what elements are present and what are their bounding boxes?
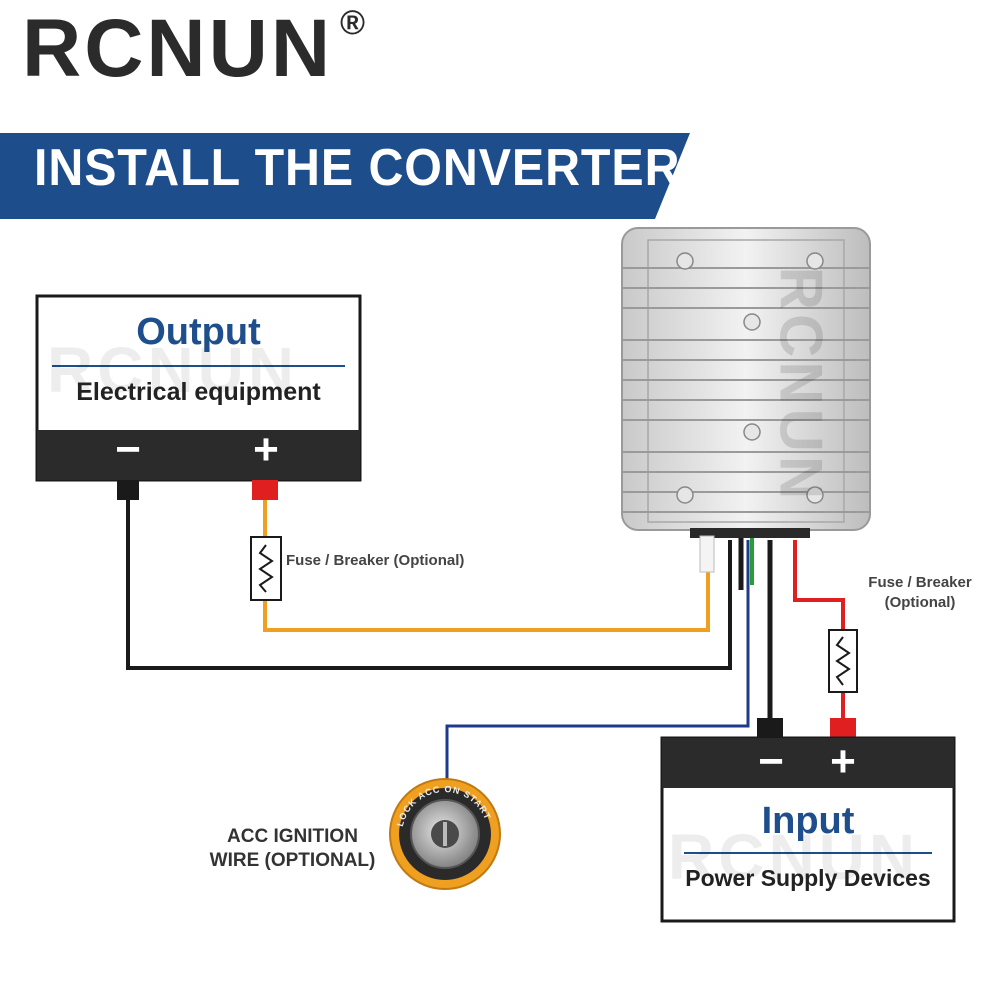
- output-ground-wire: [126, 500, 732, 670]
- output-positive-wire: [263, 545, 710, 632]
- fuse-input-label-line1: Fuse / Breaker: [868, 574, 972, 591]
- output-title: Output: [136, 311, 261, 353]
- banner-shape: [0, 133, 690, 219]
- key-ring-text: LOCK ACC ON START: [395, 784, 493, 828]
- svg-text:LOCK ACC ON START: LOCK ACC ON START: [395, 784, 493, 828]
- fuse-input-icon: [828, 629, 858, 693]
- input-negative-terminal: [757, 718, 783, 740]
- key-ring-textpath: LOCK ACC ON START: [395, 784, 492, 828]
- output-device-box: [35, 294, 362, 482]
- ignition-key-switch: [389, 778, 501, 890]
- ignition-label-line1: ACC IGNITION: [227, 826, 358, 847]
- output-positive-terminal: [252, 480, 278, 500]
- input-title: Input: [761, 800, 855, 842]
- registered-mark: ®: [340, 4, 366, 42]
- ignition-wire: [445, 540, 750, 790]
- fuse-output-icon: [250, 536, 282, 601]
- input-positive-terminal: [830, 718, 856, 740]
- converter-module: [621, 227, 871, 573]
- output-plus-label: +: [253, 425, 279, 474]
- input-minus-label: −: [758, 737, 784, 786]
- input-subtitle: Power Supply Devices: [685, 865, 931, 891]
- ignition-label-line2: WIRE (OPTIONAL): [209, 850, 376, 871]
- input-device-box: [660, 736, 956, 923]
- fuse-output-label: Fuse / Breaker (Optional): [286, 552, 465, 569]
- fuse-input-label-line2: (Optional): [884, 594, 956, 611]
- output-minus-label: −: [115, 425, 141, 474]
- input-positive-wire-top: [793, 540, 845, 630]
- input-plus-label: +: [830, 737, 856, 786]
- brand-logo: RCNUN: [22, 3, 334, 94]
- output-negative-terminal: [117, 480, 139, 500]
- banner-title: INSTALL THE CONVERTER: [34, 139, 681, 197]
- output-subtitle: Electrical equipment: [76, 378, 321, 406]
